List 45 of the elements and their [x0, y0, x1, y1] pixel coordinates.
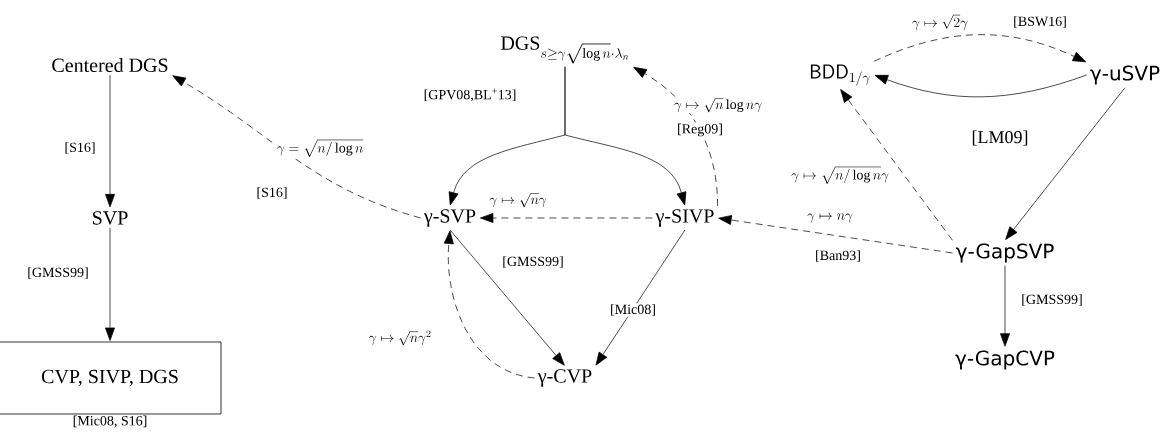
- edge-label: [LM09]: [970, 129, 1030, 147]
- problem-label: $\mathrm{DGS}_{s\geq\gamma\sqrt{\log n}\cdot\lambda_n}$: [501, 36, 629, 64]
- citation-label: [Ban93]: [814, 249, 862, 263]
- citation-label: [Reg09]: [676, 122, 724, 138]
- citation-label: [Mic08, S16]: [73, 415, 147, 428]
- dashed-arrow: [840, 89, 953, 241]
- arrow: [874, 74, 1088, 98]
- dashed-arrow: [718, 215, 953, 254]
- edge-label: $\gamma\mapsto\sqrt{n}\gamma^2$: [367, 329, 433, 347]
- edge-label: $\gamma\mapsto\sqrt{n}\log n\gamma$: [672, 96, 764, 114]
- problem-label: γ-SVP: [423, 209, 476, 227]
- dashed-arrow: [480, 213, 653, 223]
- arrow: [595, 229, 686, 366]
- problem-box: CVP, SIVP, DGS: [0, 341, 222, 415]
- arrow: [105, 227, 115, 341]
- arrow: [564, 66, 687, 206]
- edge-label: [Mic08]: [609, 303, 657, 317]
- problem-label: γ-GapSVP: [956, 243, 1054, 263]
- problem-label: $\mathsf{BDD}_{1/\gamma}$: [810, 64, 870, 86]
- edge-label: $\gamma\mapsto\sqrt{n/\log n}\gamma$: [790, 165, 890, 185]
- edge-label: $\gamma\mapsto n\gamma$: [806, 212, 854, 224]
- dashed-arrow: [633, 66, 718, 207]
- problem-label: γ-GapCVP: [955, 350, 1055, 370]
- citation-label: [S16]: [255, 186, 289, 200]
- arrow: [1005, 87, 1126, 240]
- edge-label: [GMSS99]: [1020, 293, 1084, 307]
- arrow: [449, 229, 565, 366]
- dashed-arrow: [443, 230, 535, 379]
- edge-label: $\gamma\mapsto\sqrt{n}\gamma$: [488, 191, 548, 209]
- problem-label: γ-uSVP: [1090, 65, 1160, 85]
- problem-label: γ-CVP: [537, 369, 592, 387]
- dashed-arrow: [873, 34, 1087, 63]
- arrow: [1000, 265, 1010, 347]
- edge-label: [GMSS99]: [26, 266, 90, 280]
- edge-label: $\gamma\mapsto\sqrt{2}\gamma$: [911, 13, 969, 31]
- edge-label: $\gamma=\sqrt{n/\log n}$: [275, 138, 365, 158]
- arrow: [105, 74, 115, 208]
- dashed-arrow: [172, 75, 422, 219]
- edge-label: [GMSS99]: [501, 255, 565, 269]
- problem-label: Centered DGS: [52, 57, 168, 72]
- edge-label: [S16]: [63, 141, 97, 155]
- citation-label: [BSW16]: [1012, 15, 1068, 29]
- problem-label: γ-SIVP: [655, 209, 714, 227]
- edge-label: [GPV08,BL$^{+}$13]: [422, 87, 518, 103]
- problem-label: SVP: [93, 211, 128, 225]
